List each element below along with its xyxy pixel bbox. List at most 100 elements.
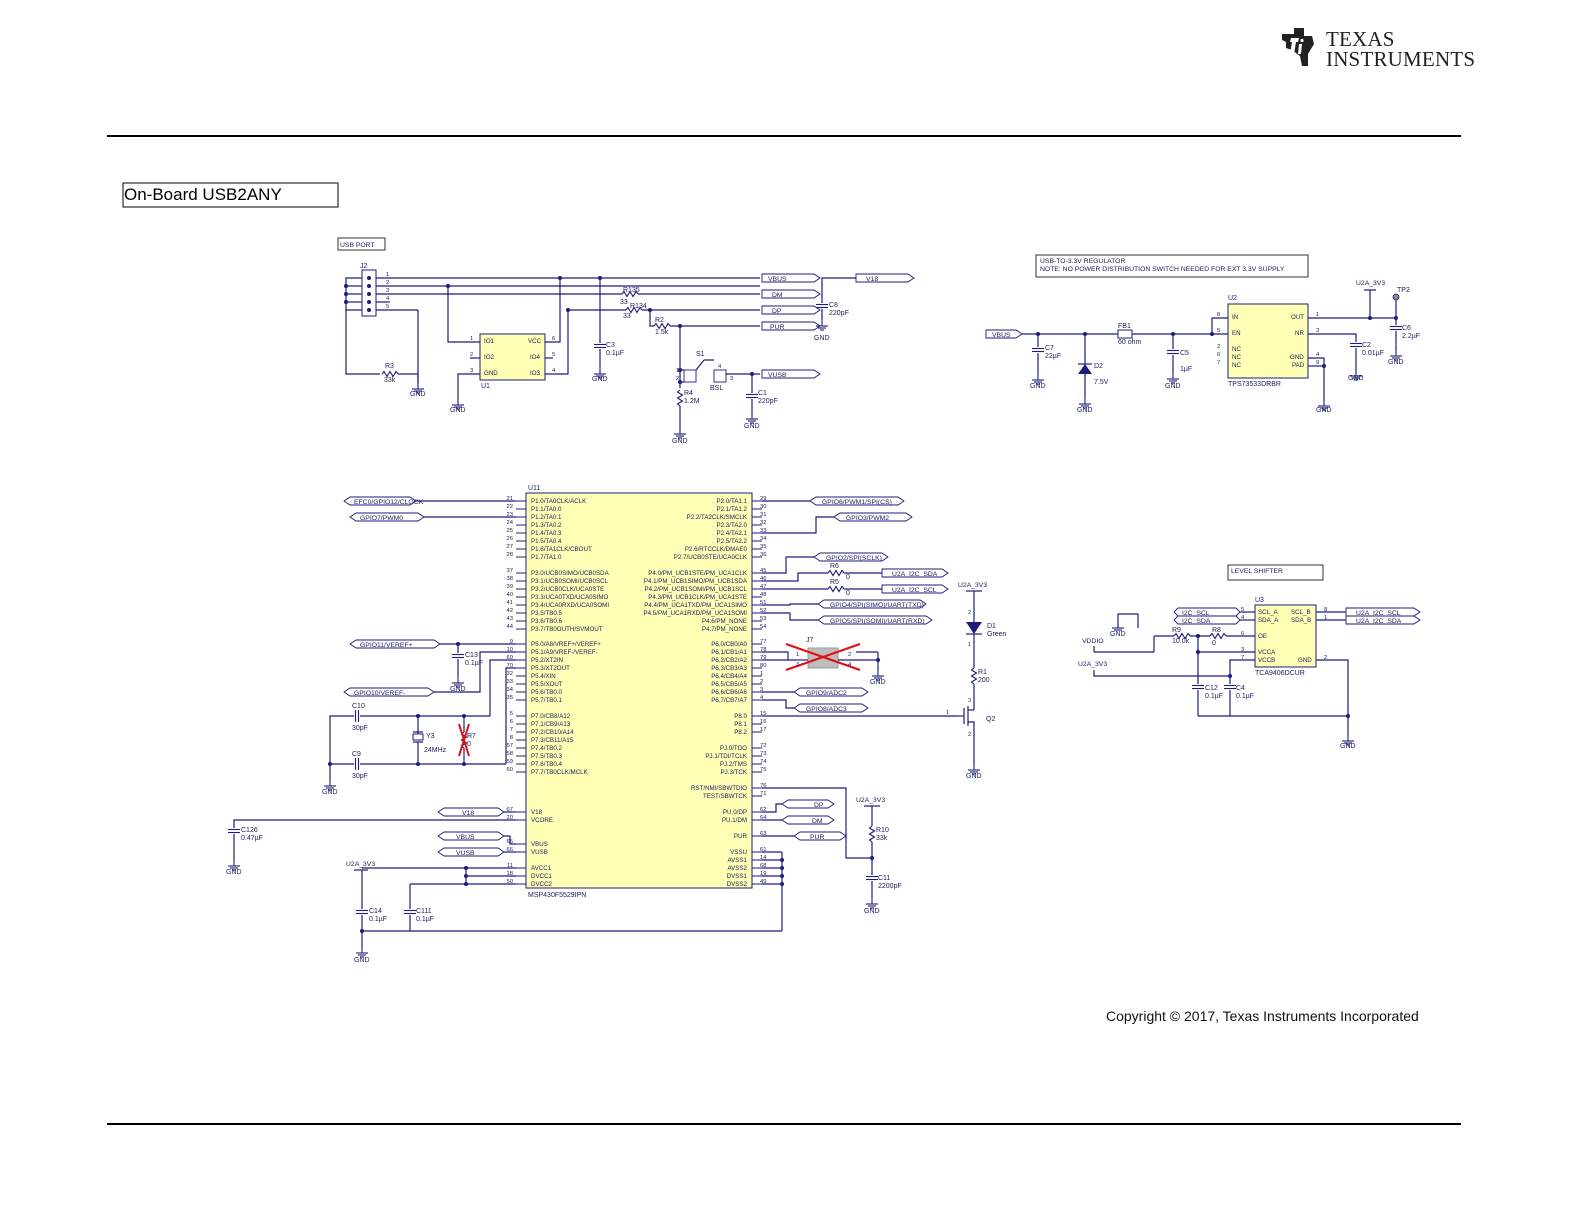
c7-val: 22µF: [1045, 353, 1061, 360]
s1-ref: S1: [696, 351, 705, 358]
u1-pin-io4: IO4: [530, 354, 541, 361]
u11-part: MSP430F5529IPN: [528, 892, 586, 899]
u11-left-pin-number: 43: [507, 616, 513, 622]
y3-val: 24MHz: [424, 747, 447, 754]
c13-val: 0.1µF: [465, 660, 483, 667]
u3-pin-oe: OE: [1258, 633, 1267, 640]
u11-right-pin-name: P4.2/PM_UCB1SOMI/PM_UCB1SCL: [645, 586, 748, 593]
c1-val: 220pF: [758, 398, 778, 405]
u11-right-pin-name: DVSS2: [727, 881, 748, 888]
s1-val: BSL: [710, 385, 723, 392]
u11-right-pin-name: PJ.0/TDO: [720, 745, 747, 752]
mcu-vbus-label: VBUS: [456, 834, 475, 841]
u1-gnd-label: GND: [450, 407, 466, 414]
u3-num-6: 6: [1241, 631, 1244, 637]
r4-ref: R4: [684, 390, 693, 397]
c3-ref: C3: [606, 342, 615, 349]
u11-right-pin-name: P2.7/UCB0STE/UCA0CLK: [674, 554, 748, 561]
j2-pin-5: 5: [386, 304, 389, 310]
u11-left-pin-name: P3.7/TB0OUTH/SVMOUT: [531, 626, 603, 633]
r9-ref: R9: [1172, 627, 1181, 634]
regulator-title-1: USB-TO-3.3V REGULATOR: [1040, 258, 1125, 265]
u11-left-pin-number: 28: [507, 552, 513, 558]
u2-num-9: 9: [1316, 360, 1319, 366]
u11-left-pin-name: P1.3/TA0.2: [531, 522, 562, 529]
u11-right-pin-name: P2.2/TA2CLK/SMCLK: [687, 514, 748, 521]
u11-right-pin-number: 62: [760, 807, 766, 813]
c12-ref: C12: [1205, 685, 1218, 692]
r134-val: 33: [623, 313, 631, 320]
r7-ref: R7: [467, 733, 476, 740]
u11-right-pin-name: P4.4/PM_UCA1TXD/PM_UCA1SIMO: [644, 602, 747, 609]
r6-ref: R6: [830, 563, 839, 570]
u11-right-pin-name: P4.0/PM_UCB1STE/PM_UCA1CLK: [648, 570, 748, 577]
u11-right-pin-number: 19: [760, 871, 766, 877]
r7-val: 0: [467, 741, 471, 748]
u11-right-pin-name: P6.0/CB0/A0: [711, 641, 747, 648]
c1-gnd-label: GND: [744, 423, 760, 430]
u11-left-pin-number: 42: [507, 608, 513, 614]
u11-right-pin-number: 45: [760, 568, 766, 574]
d2-ref: D2: [1094, 363, 1103, 370]
ls-rail-label: U2A_3V3: [1078, 661, 1107, 668]
u11-right-pin-name: P8.1: [734, 721, 747, 728]
u11-right-pin-number: 1: [760, 671, 763, 677]
u11-right-pin-number: 29: [760, 496, 766, 502]
r135-val: 33: [620, 299, 628, 306]
u11-left-pin-name: P3.6/TB0.6: [531, 618, 563, 625]
regulator-block: USB-TO-3.3V REGULATOR NOTE: NO POWER DIS…: [985, 254, 1420, 414]
d1-pin-1: 1: [968, 642, 971, 648]
r3-ref: R3: [385, 363, 394, 370]
u11-left-pin-name: P1.2/TA0.1: [531, 514, 562, 521]
u11-right-pin-name: P4.3/PM_UCB1CLK/PM_UCA1STE: [648, 594, 747, 601]
u3-ref: U3: [1255, 597, 1264, 604]
r8-val: 0: [1212, 640, 1216, 647]
u2-chip: [1227, 303, 1309, 379]
u2-gnd-label: GND: [1316, 407, 1332, 414]
u3-pin-vccb: VCCB: [1258, 657, 1275, 664]
mcu-dm-label: DM: [812, 818, 823, 825]
net-gpio11-label: GPIO11/VEREF+: [360, 642, 413, 649]
c2-val: 0.01µF: [1362, 350, 1384, 357]
c5-ref: C5: [1180, 350, 1189, 357]
u11-right-pin-name: P4.5/PM_UCA1RXD/PM_UCA1SOMI: [644, 610, 748, 617]
c9-ref: C9: [352, 751, 361, 758]
u1-ref: U1: [481, 383, 490, 390]
u11-left-pin-number: 8: [510, 735, 513, 741]
u11-right-pin-name: P8.2: [734, 729, 747, 736]
ls-gnd-label: GND: [1340, 743, 1356, 750]
xtal-gnd-label: GND: [322, 789, 338, 796]
u11-right-pin-number: 49: [760, 879, 766, 885]
c126-ref: C126: [241, 827, 258, 834]
mcu-rail-label: U2A_3V3: [346, 861, 375, 868]
u11-right-pin-name: PUR: [734, 833, 748, 840]
c2-gnd-label: GND: [1348, 375, 1364, 382]
u11-left-pin-number: 70: [507, 663, 513, 669]
u3-chip: [1254, 604, 1317, 668]
ls-u2a-sda-label: U2A_I2C_SDA: [1356, 618, 1402, 625]
u11-right-pin-name: P2.3/TA2.0: [717, 522, 748, 529]
s1-pin-1: 1: [676, 368, 679, 374]
u11-right-pin-name: P6.3/CB3/A3: [711, 665, 747, 672]
u11-right-pin-name: P8.0: [734, 713, 747, 720]
c111-val: 0.1µF: [416, 916, 434, 923]
u11-left-pin-name: P5.7/TB0.1: [531, 697, 563, 704]
ls-u2a-scl-label: U2A_I2C_SCL: [1356, 610, 1401, 617]
u11-left-pin-number: 10: [507, 647, 513, 653]
u11-right-pin-name: TEST/SBWTCK: [703, 793, 748, 800]
r135-ref: R135: [623, 287, 640, 294]
u1-num-3: 3: [470, 368, 473, 374]
j2-pin-3: 3: [386, 288, 389, 294]
net-gpio7-label: GPIO7/PWM0: [360, 515, 403, 522]
r8-ref: R8: [1212, 627, 1221, 634]
ls-gnd-top-label: GND: [1110, 631, 1126, 638]
mcu-v18-label: V18: [462, 810, 474, 817]
u2-num-1: 1: [1316, 312, 1319, 318]
u11-right-pin-number: 16: [760, 719, 766, 725]
c7-gnd-label: GND: [1030, 383, 1046, 390]
c126-gnd-label: GND: [226, 869, 242, 876]
u11-left-pin-name: P3.0/UCB0SIMO/UCB0SDA: [531, 570, 610, 577]
u2-num-8: 8: [1217, 312, 1220, 318]
u11-right-pin-number: 30: [760, 504, 766, 510]
usb-port-title: USB PORT: [340, 242, 375, 249]
